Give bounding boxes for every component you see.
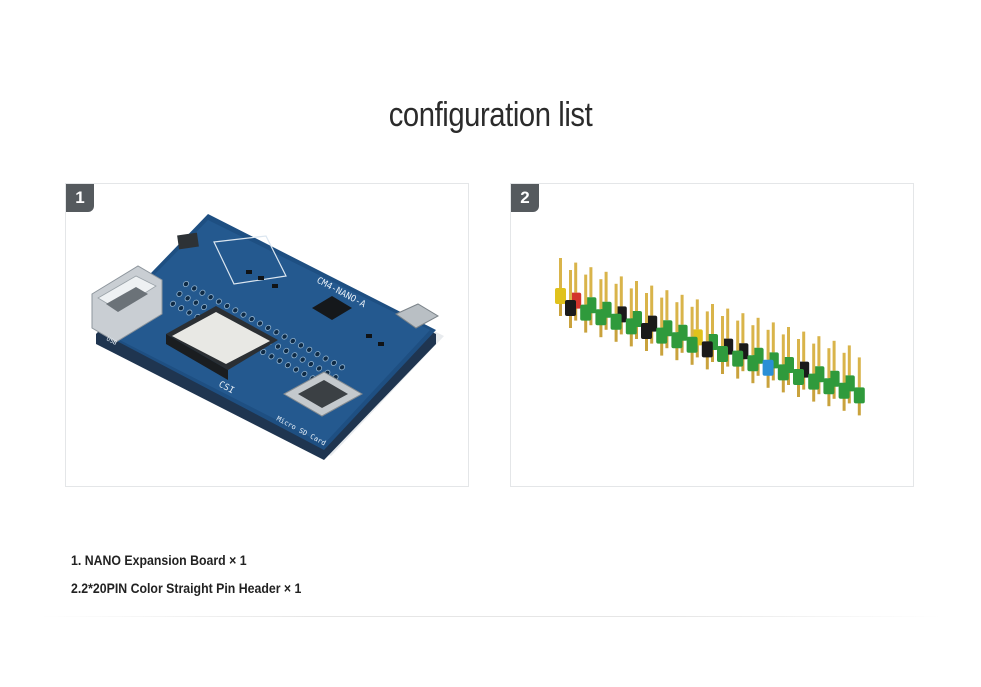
header-pin (732, 320, 744, 379)
header-pin (853, 357, 865, 416)
header-pin (641, 293, 652, 351)
nano-expansion-board-image: CM4-NANO-A CSI Micro SD Card USB (91, 214, 444, 460)
header-pin (747, 325, 759, 384)
header-pin (595, 279, 607, 338)
pin-header-image-card: 2 (510, 183, 914, 487)
header-pin (793, 339, 804, 397)
header-pin (701, 311, 713, 370)
header-pin (656, 297, 668, 356)
divider (40, 616, 941, 617)
header-pin (777, 334, 789, 393)
header-pin (838, 352, 850, 411)
header-pin (565, 270, 576, 328)
header-pin (625, 288, 637, 347)
header-pin (717, 316, 728, 374)
card-number-badge: 2 (511, 184, 539, 212)
board-image-card: CM4-NANO-A CSI Micro SD Card USB 1 (65, 183, 469, 487)
configuration-items: 1. NANO Expansion Board × 1 2.2*20PIN Co… (71, 548, 333, 604)
header-pin (555, 258, 566, 316)
header-pin (823, 348, 835, 407)
card-number-badge: 1 (66, 184, 94, 212)
header-pin (686, 306, 698, 365)
header-pin (671, 302, 683, 361)
header-pin (610, 283, 622, 342)
pin-header-image (555, 258, 865, 416)
page-title: configuration list (388, 96, 593, 134)
header-pin (580, 274, 592, 333)
header-pin (808, 343, 820, 402)
board-label-usb: USB (105, 336, 118, 347)
config-item: 1. NANO Expansion Board × 1 (71, 552, 247, 568)
header-pin (762, 329, 774, 388)
config-item: 2.2*20PIN Color Straight Pin Header × 1 (71, 580, 302, 596)
